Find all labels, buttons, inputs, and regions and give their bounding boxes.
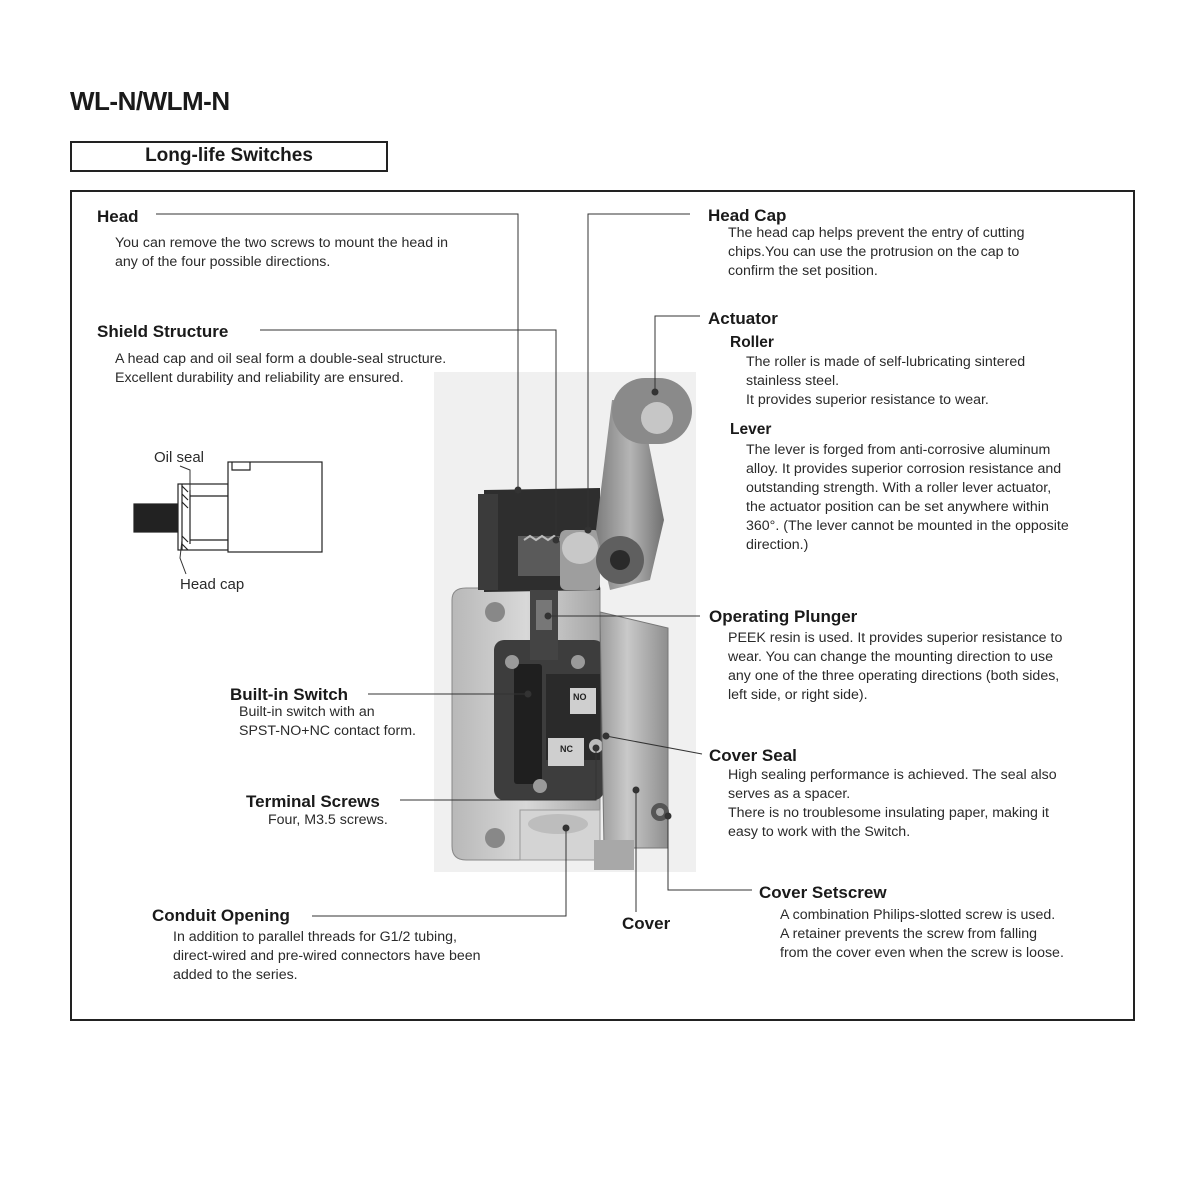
oil-seal-label: Oil seal [154, 449, 205, 466]
conduit-opening-label: Conduit Opening [152, 906, 290, 925]
operating-plunger-label: Operating Plunger [709, 607, 858, 626]
head-description: You can remove the two screws to mount t… [115, 235, 449, 270]
page-title: WL-N/WLM-N [70, 86, 230, 116]
inset-drawing [133, 461, 323, 553]
operating-plunger-description: PEEK resin is used. It provides superior… [728, 630, 1063, 703]
cover-label: Cover [622, 914, 671, 933]
section-heading: Long-life Switches [70, 141, 388, 172]
cover-setscrew-description: A combination Philips-slotted screw is u… [780, 907, 1064, 961]
switch-cover [594, 611, 669, 870]
no-mark: NO [573, 692, 587, 702]
switch-body [451, 587, 604, 861]
actuator-lever [596, 378, 692, 590]
cover-seal-label: Cover Seal [709, 746, 797, 765]
lever-description: The lever is forged from anti-corrosive … [746, 442, 1069, 553]
head-cap-description: The head cap helps prevent the entry of … [728, 225, 1025, 279]
lever-label: Lever [730, 421, 772, 438]
nc-mark: NC [560, 744, 573, 754]
cover-seal-description: High sealing performance is achieved. Th… [728, 767, 1057, 840]
roller-label: Roller [730, 334, 774, 351]
shield-structure-label: Shield Structure [97, 322, 229, 341]
built-in-switch-label: Built-in Switch [230, 685, 349, 704]
figure-frame [70, 190, 1135, 1021]
switch-head [478, 488, 600, 660]
head-cap-inset-label: Head cap [180, 576, 245, 593]
roller-description: The roller is made of self-lubricating s… [746, 354, 1026, 408]
conduit-opening-description: In addition to parallel threads for G1/2… [173, 929, 481, 983]
shield-structure-description: A head cap and oil seal form a double-se… [115, 351, 447, 386]
leader-lines [156, 213, 752, 917]
terminal-screws-label: Terminal Screws [246, 792, 380, 811]
head-label: Head [97, 207, 139, 226]
actuator-label: Actuator [708, 309, 778, 328]
head-cap-label: Head Cap [708, 206, 787, 225]
terminal-screws-description: Four, M3.5 screws. [268, 812, 388, 828]
cover-setscrew-label: Cover Setscrew [759, 883, 887, 902]
